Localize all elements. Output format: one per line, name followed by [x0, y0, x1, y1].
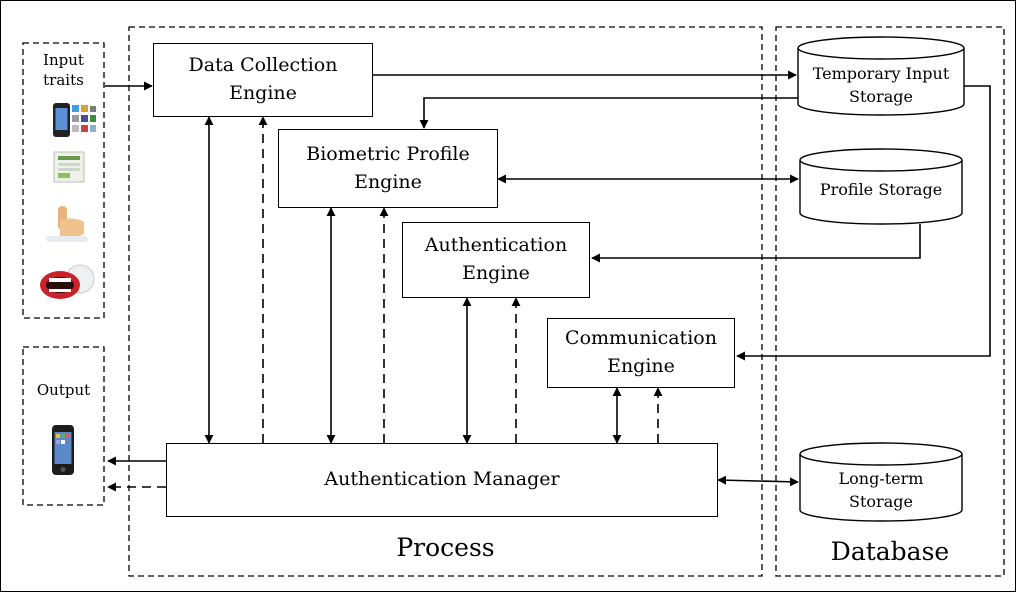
arrow-manager-long-term: [717, 475, 799, 487]
long-term-storage-cylinder: [799, 442, 963, 522]
output-panel: [22, 346, 105, 506]
long-term-storage-label: Long-term Storage: [838, 469, 924, 512]
profile-storage-cylinder: [799, 148, 963, 225]
input-traits-label: Input traits: [43, 51, 84, 90]
authentication-engine: Authentication Engine: [402, 222, 590, 298]
smartphone-apps-icon: [53, 103, 96, 137]
arrow-profile-to-authentication: [591, 224, 921, 263]
profile-storage-label: Profile Storage: [819, 180, 943, 199]
smartphone-icon: [52, 425, 74, 475]
output-label: Output: [36, 381, 91, 399]
arrow-temporary-to-communication: [736, 85, 991, 361]
temporary-input-storage-label: Temporary Input Storage: [812, 64, 950, 107]
database-panel: [775, 26, 1005, 577]
process-label: Process: [396, 533, 495, 562]
database-label: Database: [830, 537, 950, 566]
biometric-profile-engine: Biometric Profile Engine: [278, 129, 498, 208]
data-collection-engine: Data Collection Engine: [153, 43, 373, 117]
form-screen-icon: [53, 151, 85, 183]
input-traits-panel: [22, 42, 105, 319]
voice-mouth-icon: [40, 264, 95, 299]
finger-touch-icon: [46, 206, 88, 242]
arrow-temporary-to-biometric: [419, 97, 798, 129]
temporary-input-storage-cylinder: [797, 36, 965, 116]
authentication-manager: Authentication Manager: [166, 443, 718, 517]
communication-engine: Communication Engine: [547, 318, 735, 388]
